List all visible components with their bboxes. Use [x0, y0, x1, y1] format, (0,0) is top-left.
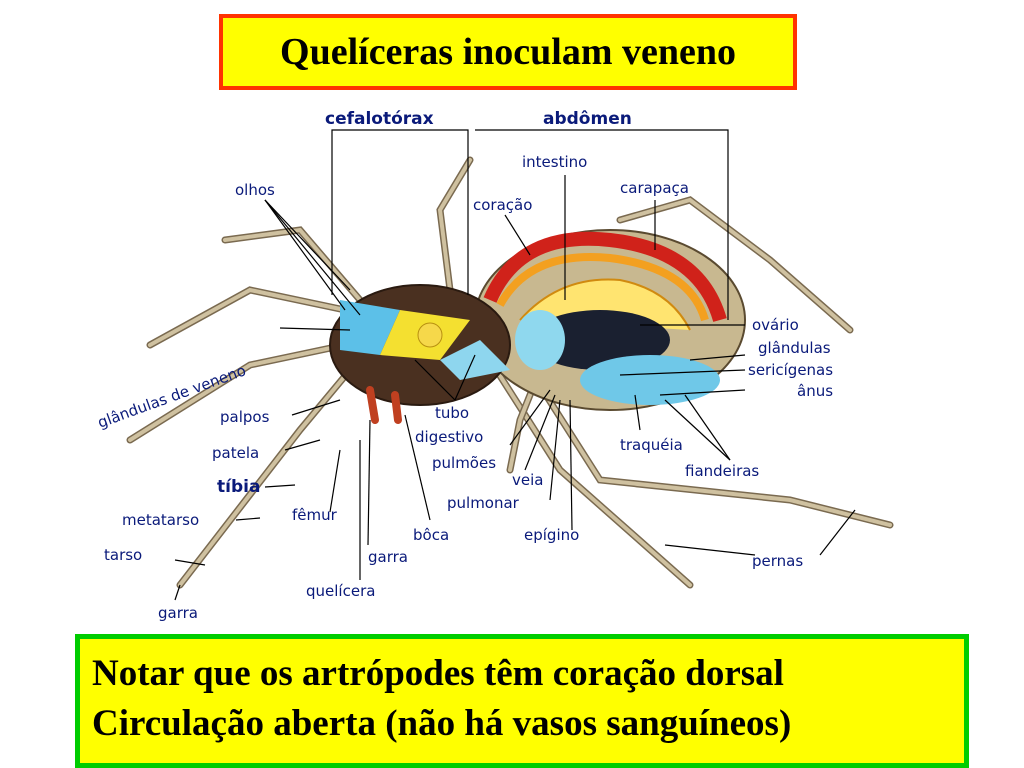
label-fiandeiras: fiandeiras — [685, 462, 759, 480]
label-femur: fêmur — [292, 506, 338, 524]
label-garra-outer: garra — [158, 604, 198, 622]
label-digestivo: digestivo — [415, 428, 483, 446]
leader-lines — [174, 175, 856, 601]
label-epigino: epígino — [524, 526, 579, 544]
label-tarso: tarso — [104, 546, 142, 564]
label-tibia: tíbia — [217, 477, 260, 497]
label-veia: veia — [512, 471, 543, 489]
chelicerae — [366, 386, 402, 424]
label-sericigenas: sericígenas — [748, 361, 833, 379]
spider-legs — [126, 156, 894, 589]
label-abdomen: abdômen — [543, 109, 632, 129]
label-ovario: ovário — [752, 316, 799, 334]
label-pulmoes: pulmões — [432, 454, 496, 472]
label-carapaca: carapaça — [620, 179, 689, 197]
label-olhos: olhos — [235, 181, 275, 199]
label-quelicera: quelícera — [306, 582, 375, 600]
top-brackets — [331, 129, 729, 320]
slide-title: Quelíceras inoculam veneno — [280, 31, 736, 73]
label-anus: ânus — [797, 382, 833, 400]
label-cefalotorax: cefalotórax — [325, 109, 434, 129]
label-coracao: coração — [473, 196, 532, 214]
label-metatarso: metatarso — [122, 511, 199, 529]
label-pulmonar: pulmonar — [447, 494, 520, 512]
cephalothorax-body — [329, 284, 511, 406]
label-patela: patela — [212, 444, 259, 462]
note-box: Notar que os artrópodes têm coração dors… — [75, 634, 969, 768]
label-traqueia: traquéia — [620, 436, 683, 454]
abdomen-body — [474, 229, 746, 411]
note-line-2: Circulação aberta (não há vasos sanguíne… — [92, 703, 792, 744]
label-glandulas: glândulas — [758, 339, 831, 357]
label-palpos: palpos — [220, 408, 270, 426]
title-box: Quelíceras inoculam veneno — [219, 14, 797, 90]
label-garra-inner: garra — [368, 548, 408, 566]
note-line-1: Notar que os artrópodes têm coração dors… — [92, 653, 784, 694]
label-tubo: tubo — [435, 404, 469, 422]
label-pernas: pernas — [752, 552, 803, 570]
label-boca: bôca — [413, 526, 449, 544]
label-intestino: intestino — [522, 153, 587, 171]
